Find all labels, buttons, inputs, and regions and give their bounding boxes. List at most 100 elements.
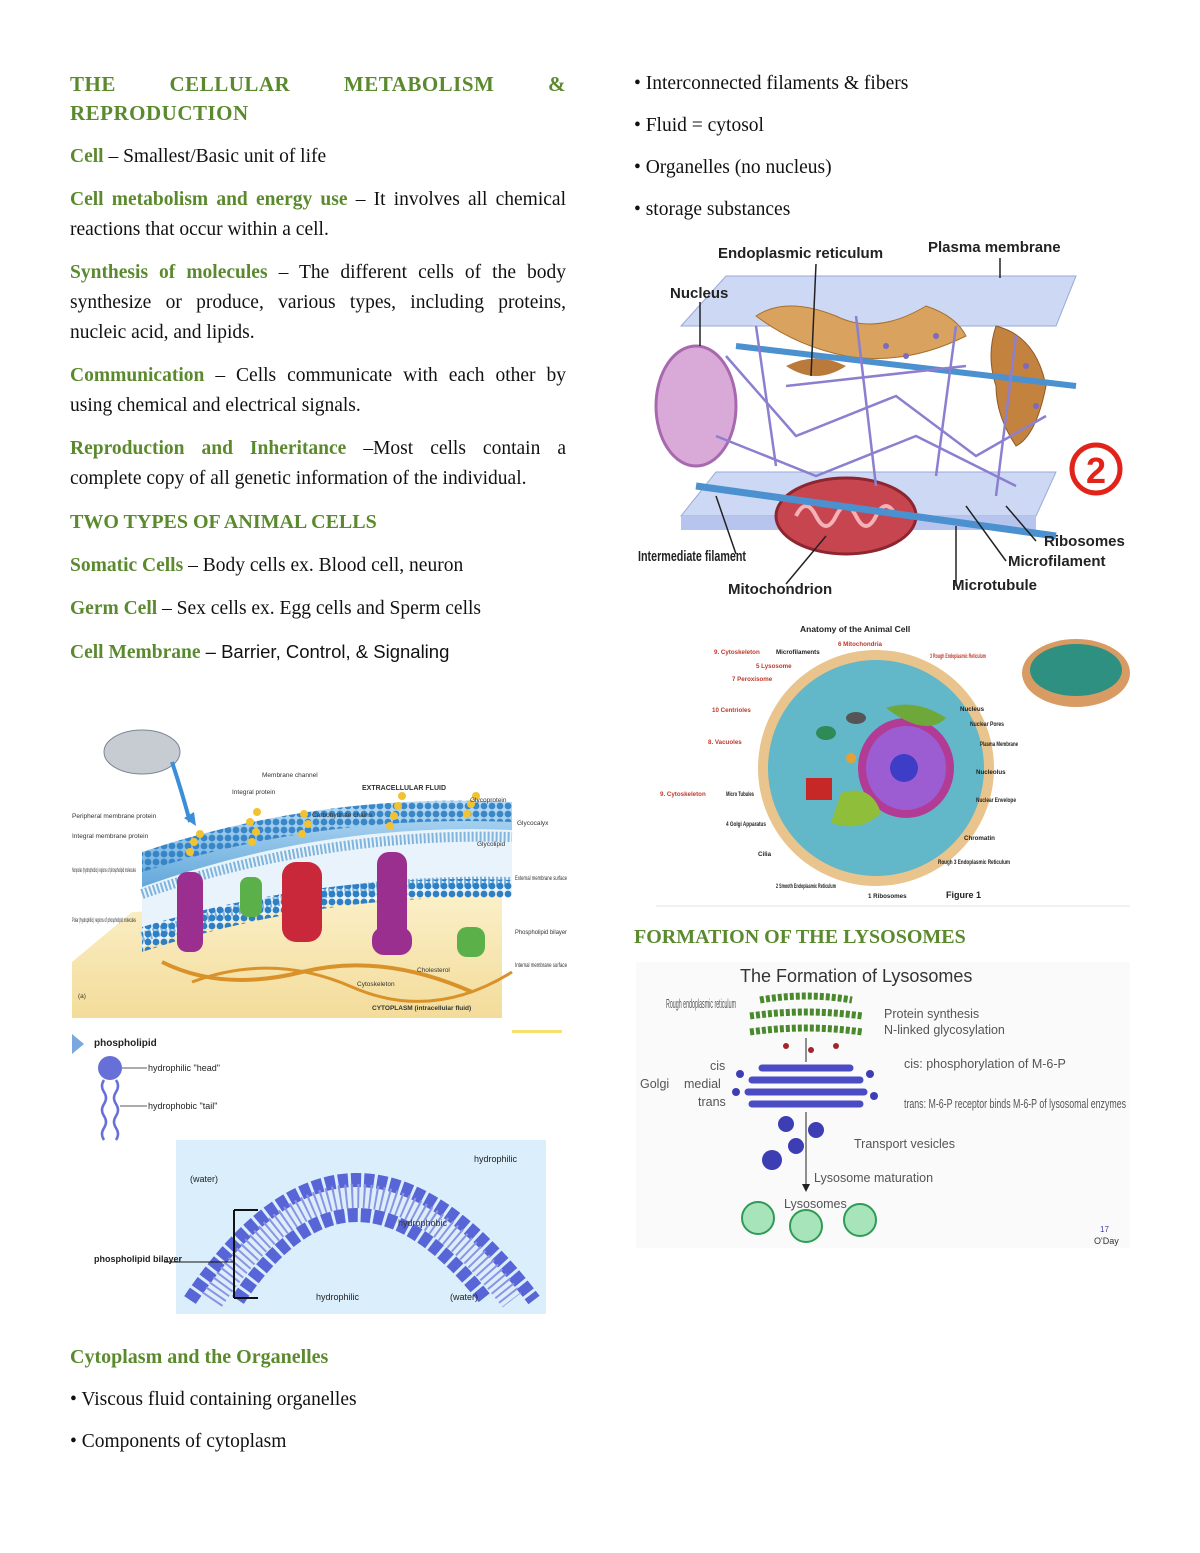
title-word: THE [70, 72, 116, 96]
animal-cell-figure: Anatomy of the Animal Cell 9. Cytoskelet… [656, 618, 1136, 908]
label-phospholipid-bilayer: Phospholipid bilayer [515, 929, 568, 936]
label-nucleolus: Nucleolus [976, 769, 1006, 776]
label-external-surface: External membrane surface [515, 875, 567, 882]
label-integral-protein: Integral protein [232, 789, 276, 796]
label-plasma-membrane: Plasma Membrane [980, 741, 1018, 748]
definition-synthesis: Synthesis of molecules – The different c… [70, 258, 566, 348]
title-word: & [548, 72, 566, 96]
label-extracellular: EXTRACELLULAR FLUID [362, 785, 446, 792]
lysosome-section: FORMATION OF THE LYSOSOMES [634, 922, 1134, 966]
label-cytoskeleton: 9. Cytoskeleton [714, 649, 760, 656]
term: Germ Cell [70, 598, 158, 619]
label-nonpolar: Nonpolar (hydrophobic) regions of phosph… [72, 867, 136, 874]
term: Synthesis of molecules [70, 262, 268, 283]
label-lysosome: 5 Lysosome [756, 663, 792, 670]
label-internal-surface: Internal membrane surface [515, 962, 567, 969]
definition-germ: Germ Cell – Sex cells ex. Egg cells and … [70, 594, 566, 624]
label-rough-er: Rough endoplasmic reticulum [666, 997, 736, 1011]
label-ribosomes: Ribosomes [1044, 533, 1125, 550]
label-intermediate-filament: Intermediate filament [638, 548, 746, 565]
label-carbohydrate-chains: Carbohydrate chains [312, 812, 373, 819]
definition: – Smallest/Basic unit of life [103, 146, 327, 167]
label-membrane-channel: Membrane channel [262, 772, 318, 779]
term: Reproduction and Inheritance [70, 438, 347, 459]
definition-metabolism: Cell metabolism and energy use – It invo… [70, 185, 566, 245]
label-glycocalyx: Glycocalyx [517, 820, 549, 827]
definition-cell: Cell – Smallest/Basic unit of life [70, 142, 566, 172]
definition-membrane: Cell Membrane – Barrier, Control, & Sign… [70, 637, 566, 668]
label-lysosomes: Lysosomes [784, 1197, 847, 1211]
figure-number-badge: 2 [1086, 450, 1106, 491]
title-word: METABOLISM [343, 72, 495, 96]
label-cis: cis [710, 1059, 725, 1073]
label-phospholipid: phospholipid [94, 1038, 157, 1049]
label-water-top: (water) [190, 1174, 218, 1184]
label-microtubule: Microtubule [952, 577, 1037, 594]
lysosome-figure-title: The Formation of Lysosomes [740, 966, 972, 986]
term: Somatic Cells [70, 555, 184, 576]
cytoplasm-bullet: • Viscous fluid containing organelles [70, 1389, 357, 1410]
term: Cell Membrane [70, 642, 201, 663]
label-hydrophilic-top: hydrophilic [474, 1154, 518, 1164]
title-word: CELLULAR [169, 72, 291, 96]
label-ribosomes: 1 Ribosomes [868, 893, 907, 900]
definition-somatic: Somatic Cells – Body cells ex. Blood cel… [70, 551, 566, 581]
label-peroxisome: 7 Peroxisome [732, 676, 773, 683]
label-lysosome-maturation: Lysosome maturation [814, 1171, 933, 1185]
label-centrioles: 10 Centrioles [712, 707, 751, 714]
definition: – Body cells ex. Blood cell, neuron [183, 555, 464, 576]
label-mitochondrion: Mitochondrion [728, 581, 832, 598]
label-cis-note: cis: phosphorylation of M-6-P [904, 1057, 1066, 1071]
cytoplasm-component: • Fluid = cytosol [634, 115, 764, 136]
lysosome-heading: FORMATION OF THE LYSOSOMES [634, 926, 966, 948]
label-cytoskeleton-2: 9. Cytoskeleton [660, 791, 706, 798]
definition: – Sex cells ex. Egg cells and Sperm cell… [157, 598, 482, 619]
label-rough-er: 3 Rough Endoplasmic Reticulum [930, 653, 986, 660]
label-glycoprotein: Glycoprotein [470, 797, 507, 804]
definition-communication: Communication – Cells communicate with e… [70, 361, 566, 421]
label-glycolipid: Glycolipid [477, 841, 506, 848]
left-column: THE CELLULAR METABOLISM & REPRODUCTION C… [70, 70, 566, 681]
label-peripheral-protein: Peripheral membrane protein [72, 813, 157, 820]
cytoplasm-section: Cytoplasm and the Organelles • Viscous f… [70, 1342, 566, 1470]
label-n-linked: N-linked glycosylation [884, 1023, 1005, 1037]
label-hydrophilic-bottom: hydrophilic [316, 1292, 360, 1302]
label-figure-1: Figure 1 [946, 890, 981, 900]
title-word: REPRODUCTION [70, 101, 249, 125]
label-credit-number: 17 [1100, 1225, 1109, 1234]
label-cytoskeleton: Cytoskeleton [357, 981, 395, 988]
label-microfilament: Microfilament [1008, 553, 1106, 570]
label-nucleus: Nucleus [670, 285, 728, 302]
label-hydrophobic: hydrophobic [398, 1218, 448, 1228]
definition: – Cells communicate with each other by u… [70, 365, 566, 416]
label-trans: trans [698, 1095, 726, 1109]
definition-reproduction: Reproduction and Inheritance –Most cells… [70, 434, 566, 494]
cytoskeleton-figure: 2 Endoplasmic reticulum Plasma membrane … [636, 236, 1136, 602]
label-cilia: Cilia [758, 851, 772, 858]
label-chromatin: Chromatin [964, 835, 995, 842]
cytoplasm-component: • Organelles (no nucleus) [634, 157, 832, 178]
label-micro-tubules: Micro Tubules [726, 791, 754, 798]
cytoplasm-component: • Interconnected filaments & fibers [634, 73, 909, 94]
label-smooth-er: 2 Smooth Endoplasmic Reticulum [776, 883, 836, 890]
label-microfilaments: Microfilaments [776, 649, 820, 656]
label-golgi: Golgi [640, 1077, 669, 1091]
label-cholesterol: Cholesterol [417, 967, 450, 974]
label-vacuoles: 8. Vacuoles [708, 739, 742, 746]
types-heading: TWO TYPES OF ANIMAL CELLS [70, 511, 377, 533]
cytoplasm-heading: Cytoplasm and the Organelles [70, 1346, 329, 1368]
label-water-bottom: (water) [450, 1292, 478, 1302]
label-tail: hydrophobic "tail" [148, 1101, 217, 1111]
definition: – Barrier, Control, & Signaling [200, 641, 450, 662]
label-nucleus: Nucleus [960, 706, 985, 713]
label-credit: O'Day [1094, 1236, 1119, 1246]
label-head: hydrophilic "head" [148, 1063, 220, 1073]
label-cytoplasm: CYTOPLASM (intracellular fluid) [372, 1005, 471, 1012]
label-nuclear-envelope: Nuclear Envelope [976, 797, 1016, 804]
label-a: (a) [78, 993, 86, 1000]
animal-cell-title: Anatomy of the Animal Cell [800, 624, 910, 634]
label-rough-er-2: Rough 3 Endoplasmic Reticulum [938, 859, 1010, 866]
label-polar: Polar (hydrophilic) regions of phospholi… [72, 917, 136, 924]
label-golgi: 4 Golgi Apparatus [726, 821, 766, 828]
term: Cell metabolism and energy use [70, 189, 348, 210]
